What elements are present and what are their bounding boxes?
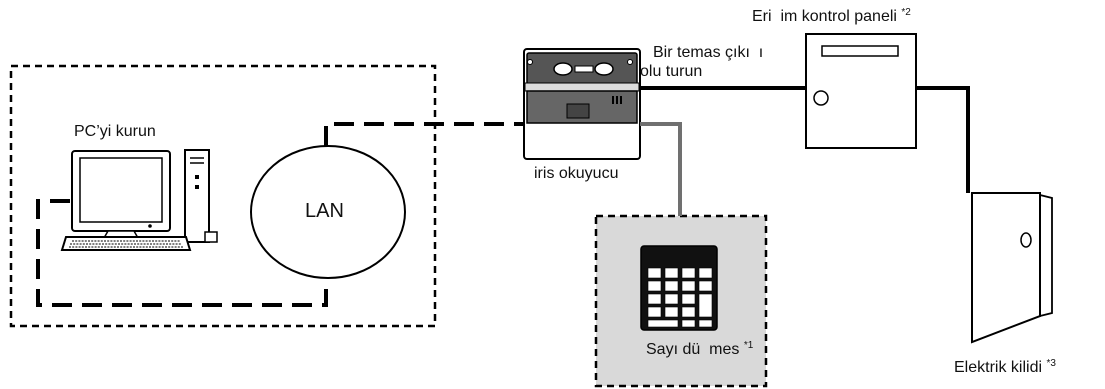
keypad-label: Sayı dü mes *1 <box>646 341 753 358</box>
pc-lan-connection <box>36 199 328 307</box>
lan-iris-connection <box>324 122 530 146</box>
electric-lock-icon <box>971 192 1053 344</box>
access-control-panel-icon <box>805 33 917 149</box>
access-panel-text: Eri im kontrol paneli <box>752 8 902 25</box>
keypad-footnote: *1 <box>743 340 754 351</box>
contact-output-label-line2: olu turun <box>640 63 703 80</box>
lan-label: LAN <box>305 200 344 222</box>
pc-label: PC’yi kurun <box>74 123 156 140</box>
access-panel-label: Eri im kontrol paneli *2 <box>752 8 911 25</box>
pc-lan-dashed-area <box>9 64 437 328</box>
keypad-icon <box>640 245 718 331</box>
iris-reader-icon <box>523 48 641 160</box>
electric-lock-footnote: *3 <box>1046 358 1056 369</box>
contact-output-label-line1: Bir temas çıkı ı <box>653 44 764 61</box>
panel-lock-connection <box>916 86 970 193</box>
pc-icon <box>60 149 218 251</box>
iris-reader-label: iris okuyucu <box>534 165 619 182</box>
electric-lock-text: Elektrik kilidi <box>954 359 1047 376</box>
keypad-text: Sayı dü mes <box>646 341 740 358</box>
electric-lock-label: Elektrik kilidi *3 <box>954 359 1056 376</box>
iris-keypad-connection <box>640 122 682 216</box>
access-panel-footnote: *2 <box>901 7 911 18</box>
